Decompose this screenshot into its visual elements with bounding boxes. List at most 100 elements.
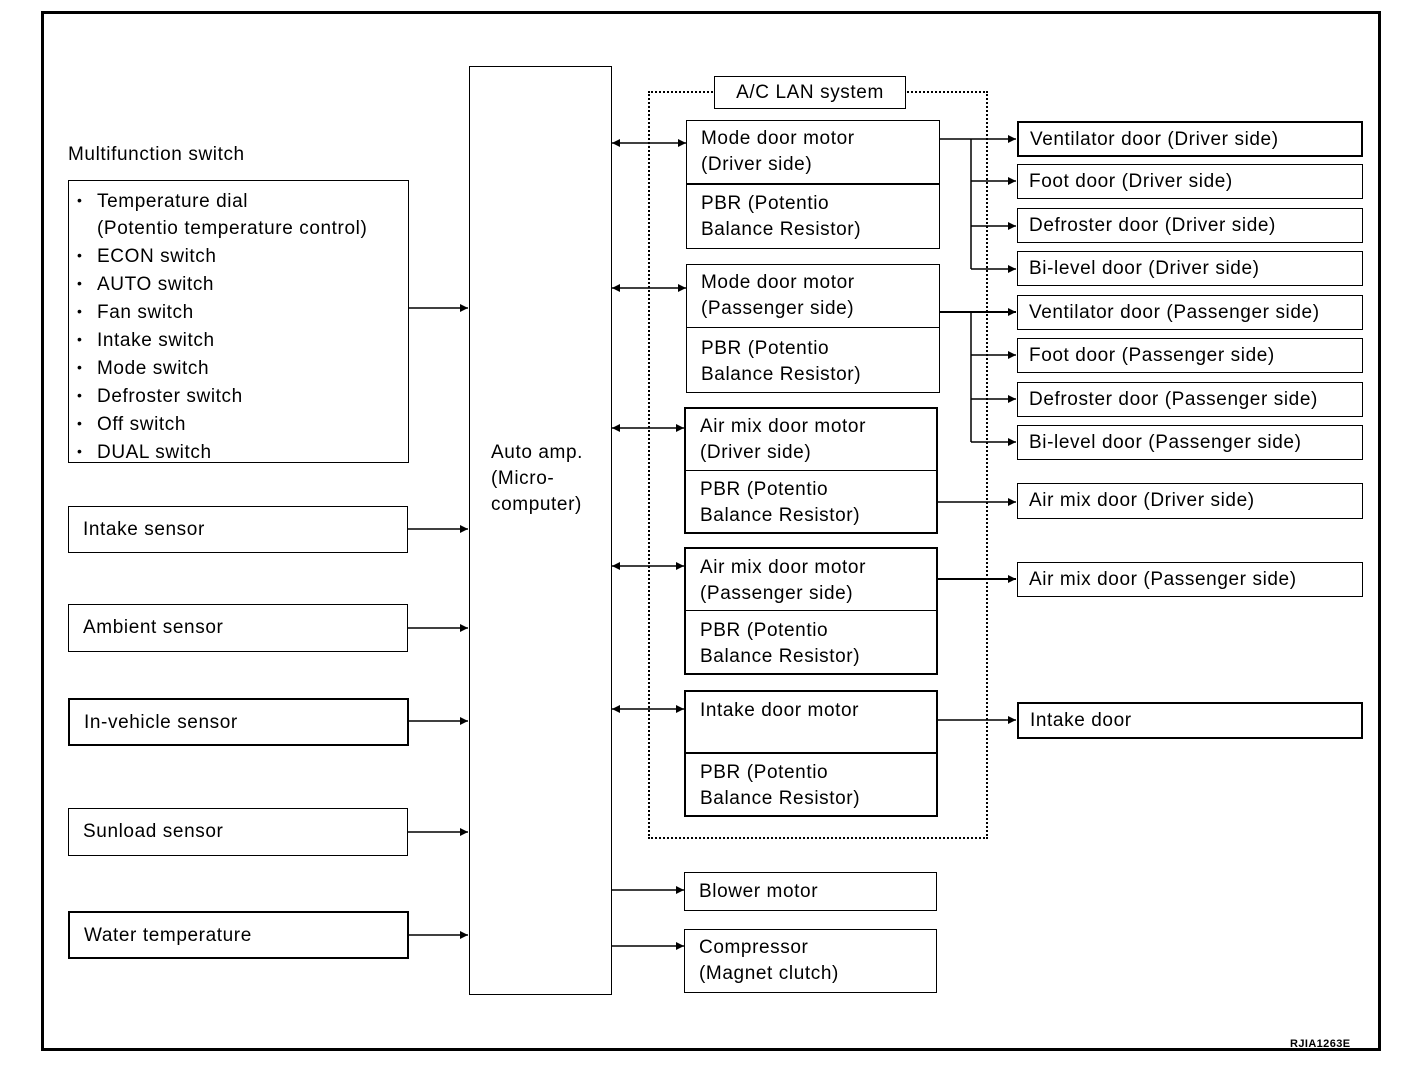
auto-amp-line1: Auto amp. [491,442,584,463]
multifunction-switch-item: • Temperature dial [77,187,367,215]
multifunction-switch-item: • Defroster switch [77,382,367,410]
multifunction-switch-item-label: Intake switch [97,330,215,351]
water-temp-label: Water temperature [84,925,252,946]
multifunction-switch-item-label: Off switch [97,414,187,435]
multifunction-switch-item: • Fan switch [77,298,367,326]
airmix-pass-line1: Air mix door motor [700,557,867,578]
multifunction-switch-item: • ECON switch [77,242,367,270]
intake-door-motor: Intake door motor PBR (Potentio Balance … [684,690,938,817]
bullet-icon: • [77,331,83,347]
multifunction-switch-item-label: Mode switch [97,358,210,379]
pbr-line2: Balance Resistor) [700,646,861,667]
pbr-line2: Balance Resistor) [701,364,862,385]
multifunction-switch-item-label: Temperature dial [97,191,249,212]
auto-amp-line2: (Micro- [491,468,555,489]
door-def-pass-label: Defroster door (Passenger side) [1029,389,1318,410]
door-def-driver-label: Defroster door (Driver side) [1029,215,1276,236]
bullet-icon: • [77,303,83,319]
door-airmix-pass: Air mix door (Passenger side) [1017,562,1363,597]
auto-amp-line3: computer) [491,494,582,515]
multifunction-switch-item-label: AUTO switch [97,274,215,295]
bullet-icon: • [77,415,83,431]
diagram-frame [41,11,1381,1051]
door-foot-driver: Foot door (Driver side) [1017,164,1363,199]
multifunction-switch-item-label: DUAL switch [97,442,212,463]
multifunction-switch-list: • Temperature dial (Potentio temperature c… [77,187,367,466]
multifunction-switch-item-label: Defroster switch [97,386,243,407]
door-bilevel-pass-label: Bi-level door (Passenger side) [1029,432,1302,453]
pbr-line1: PBR (Potentio [701,338,830,359]
multifunction-switch-item: • AUTO switch [77,270,367,298]
multifunction-switch-item: • Mode switch [77,354,367,382]
intake-sensor-box: Intake sensor [68,506,408,553]
compressor-box: Compressor (Magnet clutch) [684,929,937,993]
compressor-line2: (Magnet clutch) [699,963,839,984]
multifunction-switch-item-label: Fan switch [97,302,194,323]
bullet-icon: • [77,443,83,459]
multifunction-switch-item: • DUAL switch [77,438,367,466]
multifunction-switch-item: • Intake switch [77,326,367,354]
blower-motor-label: Blower motor [699,881,819,902]
airmix-driver-line1: Air mix door motor [700,416,867,437]
door-intake-label: Intake door [1030,710,1132,731]
multifunction-switch-title: Multifunction switch [68,144,245,165]
airmix-door-motor-driver: Air mix door motor (Driver side) PBR (Po… [684,407,938,534]
mode-driver-line2: (Driver side) [701,154,813,175]
door-foot-pass-label: Foot door (Passenger side) [1029,345,1275,366]
multifunction-switch-item: (Potentio temperature control) [77,215,367,242]
pbr-line2: Balance Resistor) [701,219,862,240]
multifunction-switch-box: • Temperature dial (Potentio temperature c… [68,180,409,463]
mode-driver-line1: Mode door motor [701,128,855,149]
bullet-icon: • [77,247,83,263]
door-vent-driver-label: Ventilator door (Driver side) [1030,129,1279,150]
door-foot-driver-label: Foot door (Driver side) [1029,171,1233,192]
auto-amp-box: Auto amp. (Micro- computer) [469,66,612,995]
door-vent-pass-label: Ventilator door (Passenger side) [1029,302,1320,323]
door-bilevel-driver-label: Bi-level door (Driver side) [1029,258,1260,279]
door-def-driver: Defroster door (Driver side) [1017,208,1363,243]
pbr-line2: Balance Resistor) [700,788,861,809]
pbr-line1: PBR (Potentio [700,479,829,500]
mode-pass-line1: Mode door motor [701,272,855,293]
invehicle-sensor-label: In-vehicle sensor [84,712,238,733]
invehicle-sensor-box: In-vehicle sensor [68,698,409,746]
pbr-line2: Balance Resistor) [700,505,861,526]
pbr-line1: PBR (Potentio [701,193,830,214]
door-airmix-pass-label: Air mix door (Passenger side) [1029,569,1297,590]
sunload-sensor-label: Sunload sensor [83,821,224,842]
bullet-icon: • [77,359,83,375]
bullet-icon: • [77,275,83,291]
door-airmix-driver: Air mix door (Driver side) [1017,483,1363,519]
compressor-line1: Compressor [699,937,809,958]
pbr-line1: PBR (Potentio [700,620,829,641]
door-bilevel-driver: Bi-level door (Driver side) [1017,251,1363,286]
ambient-sensor-box: Ambient sensor [68,604,408,652]
pbr-line1: PBR (Potentio [700,762,829,783]
mode-door-motor-driver: Mode door motor (Driver side) PBR (Poten… [686,120,940,249]
ac-lan-system-title: A/C LAN system [714,76,906,109]
door-vent-pass: Ventilator door (Passenger side) [1017,295,1363,330]
door-def-pass: Defroster door (Passenger side) [1017,382,1363,417]
water-temp-box: Water temperature [68,911,409,959]
door-bilevel-pass: Bi-level door (Passenger side) [1017,425,1363,460]
blower-motor-box: Blower motor [684,872,937,911]
door-foot-pass: Foot door (Passenger side) [1017,338,1363,373]
airmix-door-motor-passenger: Air mix door motor (Passenger side) PBR … [684,547,938,675]
bullet-icon: • [77,387,83,403]
sunload-sensor-box: Sunload sensor [68,808,408,856]
figure-code: RJIA1263E [1290,1038,1351,1050]
airmix-driver-line2: (Driver side) [700,442,812,463]
ambient-sensor-label: Ambient sensor [83,617,224,638]
bullet-icon: • [77,192,83,208]
door-vent-driver: Ventilator door (Driver side) [1017,121,1363,157]
multifunction-switch-item: • Off switch [77,410,367,438]
mode-pass-line2: (Passenger side) [701,298,855,319]
multifunction-switch-item-label: (Potentio temperature control) [97,218,368,239]
intake-motor-line1: Intake door motor [700,700,860,721]
door-intake: Intake door [1017,702,1363,739]
door-airmix-driver-label: Air mix door (Driver side) [1029,490,1255,511]
mode-door-motor-passenger: Mode door motor (Passenger side) PBR (Po… [686,264,940,393]
multifunction-switch-item-label: ECON switch [97,246,217,267]
intake-sensor-label: Intake sensor [83,519,205,540]
